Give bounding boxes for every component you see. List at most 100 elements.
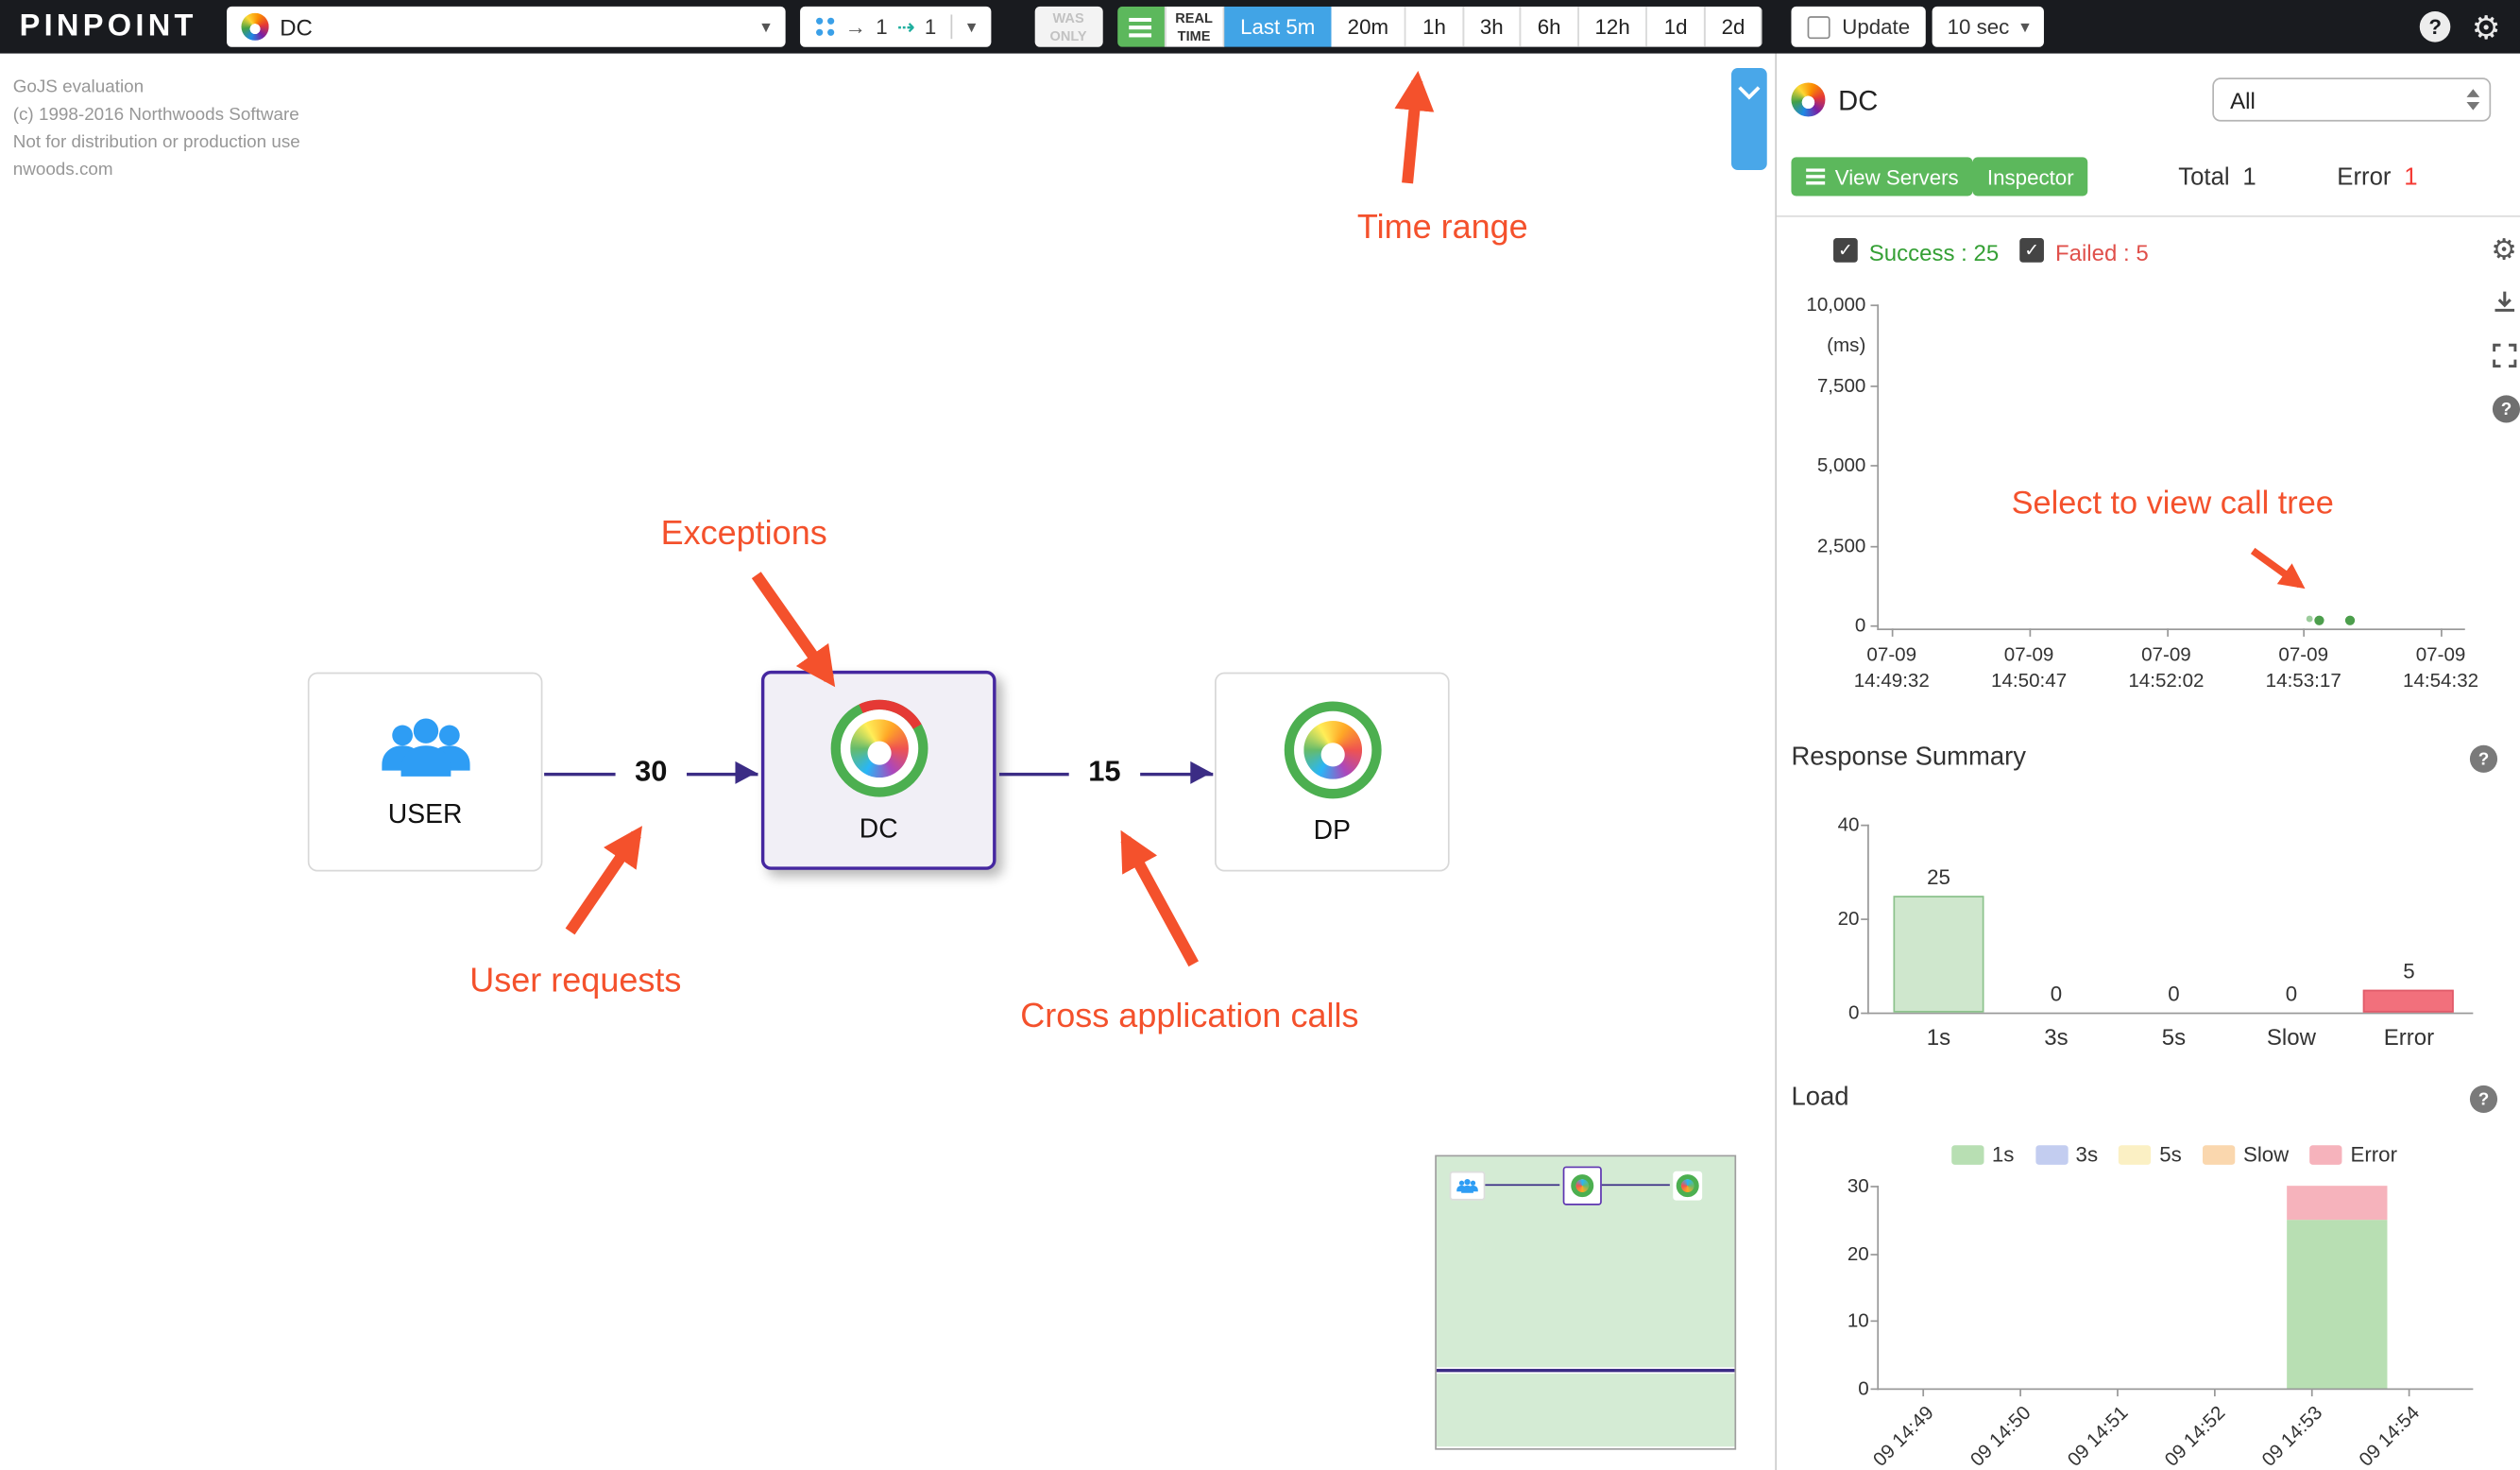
legend-swatch bbox=[1950, 1144, 1984, 1165]
time-range-2d[interactable]: 2d bbox=[1705, 6, 1763, 47]
settings-gear-icon[interactable]: ⚙ bbox=[2471, 7, 2501, 46]
time-range-group: REAL TIME Last 5m 20m 1h 3h 6h 12h 1d 2d bbox=[1116, 6, 1763, 47]
failed-checkbox[interactable]: ✓ bbox=[2019, 238, 2044, 263]
edge-arrowhead bbox=[1190, 761, 1212, 784]
response-bar-category: Error bbox=[2383, 1023, 2435, 1051]
tick-mark bbox=[1870, 465, 1880, 467]
server-map-canvas[interactable]: GoJS evaluation (c) 1998-2016 Northwoods… bbox=[0, 53, 1776, 1470]
scatter-y-unit: (ms) bbox=[1827, 333, 1866, 357]
chevron-down-icon bbox=[1738, 86, 1761, 100]
edge-call-count: 30 bbox=[615, 755, 688, 790]
help-icon[interactable]: ? bbox=[2419, 11, 2451, 43]
scatter-point[interactable] bbox=[2306, 615, 2312, 623]
view-servers-button[interactable]: View Servers bbox=[1791, 157, 1974, 197]
tick-mark bbox=[1870, 1388, 1880, 1391]
success-checkbox[interactable]: ✓ bbox=[1833, 238, 1858, 263]
node-dc[interactable]: DC bbox=[760, 670, 996, 870]
tick-mark bbox=[1870, 385, 1880, 386]
scatter-point[interactable] bbox=[2344, 615, 2355, 625]
tick-mark bbox=[1870, 1186, 1880, 1188]
response-bar-category: 3s bbox=[2044, 1023, 2069, 1051]
minimap-node-dc bbox=[1562, 1166, 1602, 1205]
realtime-button[interactable]: REAL TIME bbox=[1165, 6, 1224, 47]
application-selector[interactable]: DC ▾ bbox=[226, 6, 786, 47]
load-y-tick: 10 bbox=[1847, 1309, 1869, 1333]
load-help-icon[interactable]: ? bbox=[2469, 1085, 2498, 1113]
response-bar-value: 0 bbox=[2050, 982, 2063, 1006]
time-range-12h[interactable]: 12h bbox=[1578, 6, 1648, 47]
gojs-watermark: GoJS evaluation (c) 1998-2016 Northwoods… bbox=[12, 77, 300, 180]
success-legend[interactable]: Success : 25 bbox=[1868, 239, 2000, 266]
response-bar bbox=[2363, 988, 2455, 1013]
inspector-button[interactable]: Inspector bbox=[1972, 157, 2089, 197]
tick-mark bbox=[2303, 628, 2306, 637]
sidebar-collapse-tab[interactable] bbox=[1731, 68, 1767, 171]
node-label: DC bbox=[859, 813, 898, 844]
minimap-edge-line bbox=[1436, 1368, 1735, 1373]
agent-filter-select[interactable]: All bbox=[2212, 77, 2492, 122]
tick-mark bbox=[2310, 1388, 2313, 1397]
node-dp[interactable]: DP bbox=[1215, 672, 1450, 872]
chevron-down-icon[interactable]: ▾ bbox=[966, 17, 977, 38]
time-range-3h[interactable]: 3h bbox=[1463, 6, 1522, 47]
node-user[interactable]: USER bbox=[307, 672, 543, 872]
time-range-20m[interactable]: 20m bbox=[1331, 6, 1406, 47]
tick-mark bbox=[1870, 304, 1880, 307]
response-summary-help-icon[interactable]: ? bbox=[2469, 744, 2498, 773]
time-range-1d[interactable]: 1d bbox=[1647, 6, 1706, 47]
response-summary-title: Response Summary bbox=[1791, 744, 2027, 772]
was-only-button[interactable]: WAS ONLY bbox=[1034, 6, 1103, 47]
chevron-down-icon: ▾ bbox=[2020, 17, 2030, 38]
failed-legend[interactable]: Failed : 5 bbox=[2054, 239, 2149, 266]
servermap-counts[interactable]: → 1 ⇢ 1 ▾ bbox=[799, 6, 991, 47]
tick-mark bbox=[2019, 1388, 2021, 1397]
update-checkbox[interactable] bbox=[1808, 15, 1831, 39]
scatter-settings-gear-icon[interactable]: ⚙ bbox=[2491, 232, 2517, 267]
legend-swatch bbox=[2203, 1144, 2236, 1165]
server-map-button[interactable] bbox=[1116, 6, 1166, 47]
legend-swatch bbox=[2035, 1144, 2068, 1165]
response-bar-value: 0 bbox=[2168, 982, 2180, 1006]
interval-select[interactable]: 10 sec ▾ bbox=[1933, 6, 2045, 47]
scatter-help-icon[interactable]: ? bbox=[2492, 395, 2520, 423]
tick-mark bbox=[1861, 824, 1869, 827]
scatter-y-tick: 7,500 bbox=[1816, 373, 1866, 397]
fullscreen-expand-icon[interactable] bbox=[2493, 343, 2517, 376]
scatter-y-tick: 0 bbox=[1854, 613, 1866, 637]
node-count: 1 bbox=[876, 14, 888, 40]
interval-value: 10 sec bbox=[1947, 14, 2010, 40]
minimap[interactable] bbox=[1435, 1154, 1737, 1450]
download-icon[interactable] bbox=[2493, 290, 2517, 322]
minimap-node-user bbox=[1449, 1171, 1486, 1201]
update-label: Update bbox=[1842, 14, 1911, 40]
tick-mark bbox=[2166, 628, 2169, 637]
tick-mark bbox=[1870, 624, 1880, 627]
time-range-1h[interactable]: 1h bbox=[1405, 6, 1464, 47]
tick-mark bbox=[1861, 918, 1869, 920]
update-toggle[interactable]: Update bbox=[1792, 6, 1927, 47]
time-range-6h[interactable]: 6h bbox=[1521, 6, 1579, 47]
dp-node-icon bbox=[1280, 697, 1384, 801]
scatter-point[interactable] bbox=[2315, 615, 2325, 625]
scatter-y-tick: 2,500 bbox=[1816, 533, 1866, 556]
minimap-viewport bbox=[1436, 1374, 1735, 1447]
scatter-y-tick: 10,000 bbox=[1806, 293, 1866, 316]
select-stepper-icon bbox=[2466, 89, 2480, 111]
load-y-tick: 20 bbox=[1847, 1241, 1869, 1265]
tick-mark bbox=[2408, 1388, 2410, 1397]
application-icon bbox=[1791, 82, 1826, 117]
time-range-last-5m[interactable]: Last 5m bbox=[1223, 6, 1332, 47]
legend-swatch bbox=[2309, 1144, 2342, 1165]
load-x-tick: 09 14:49 bbox=[1868, 1401, 1939, 1470]
divider bbox=[950, 14, 953, 40]
response-bar-category: 1s bbox=[1926, 1023, 1951, 1051]
arrow-right-teal-icon: ⇢ bbox=[896, 13, 915, 39]
